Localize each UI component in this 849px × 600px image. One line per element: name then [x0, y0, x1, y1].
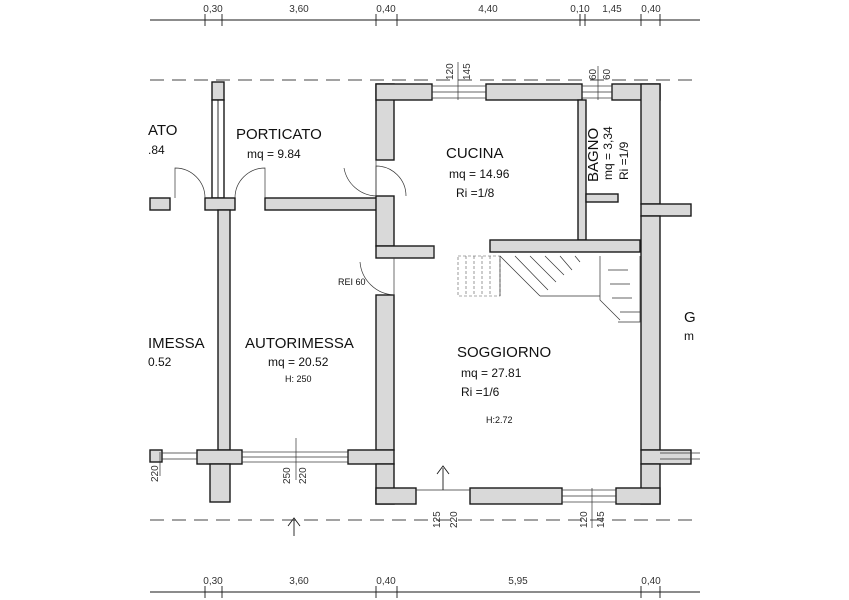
opening-bagno-b-group: 60 — [602, 68, 613, 80]
opening-ticks — [159, 62, 599, 528]
opening-soggiorno-a-group: 120 — [579, 511, 590, 528]
opening-entry-b: 220 — [449, 511, 460, 528]
room-soggiorno-area: mq = 27.81 — [461, 366, 522, 380]
top-dimension-line — [150, 14, 700, 26]
opening-garage-door-a: 250 — [282, 467, 293, 484]
opening-entry-a-group: 125 — [432, 511, 443, 528]
room-soggiorno-ri: Ri =1/6 — [461, 385, 500, 399]
opening-soggiorno-window-b: 145 — [596, 511, 607, 528]
opening-bagno-a-group: 60 — [588, 68, 599, 80]
opening-garage-door-b: 220 — [298, 467, 309, 484]
dim-bottom-1: 3,60 — [289, 576, 309, 587]
opening-bagno-window-a: 60 — [588, 68, 599, 80]
dim-bottom-0: 0,30 — [203, 576, 223, 587]
opening-cucina-a-group: 120 — [445, 63, 456, 80]
opening-entry-b-group: 220 — [449, 511, 460, 528]
room-autorimessa-area: mq = 20.52 — [268, 355, 329, 369]
dim-top-1: 3,60 — [289, 4, 309, 15]
opening-soggiorno-window-a: 120 — [579, 511, 590, 528]
dim-top-5: 1,45 — [602, 4, 622, 15]
dim-bottom-3: 5,95 — [508, 576, 528, 587]
opening-left-door: 220 — [150, 465, 161, 482]
dim-bottom-4: 0,40 — [641, 576, 661, 587]
dim-top-6: 0,40 — [641, 4, 661, 15]
dim-top-2: 0,40 — [376, 4, 396, 15]
opening-garage-b-group: 220 — [298, 467, 309, 484]
room-right-edge-area: m — [684, 329, 694, 343]
opening-cucina-b-group: 145 — [462, 63, 473, 80]
room-cucina-ri: Ri =1/8 — [456, 186, 495, 200]
room-bagno-group: BAGNO mq = 3,34 Ri =1/9 — [585, 126, 631, 182]
room-right-edge-name: G — [684, 309, 696, 326]
opening-cucina-window-a: 120 — [445, 63, 456, 80]
door-swings — [174, 160, 435, 296]
room-bagno-ri: Ri =1/9 — [617, 141, 631, 180]
room-autorimessa-left-name: IMESSA — [148, 335, 205, 352]
room-autorimessa-name: AUTORIMESSA — [245, 335, 354, 352]
room-porticato-name: PORTICATO — [236, 126, 322, 143]
dim-top-3: 4,40 — [478, 4, 498, 15]
entry-arrows — [287, 465, 450, 536]
room-bagno-area: mq = 3,34 — [601, 126, 615, 180]
opening-cucina-window-b: 145 — [462, 63, 473, 80]
room-soggiorno-name: SOGGIORNO — [457, 344, 551, 361]
opening-garage-a-group: 250 — [282, 467, 293, 484]
room-autorimessa-left-area: 0.52 — [148, 355, 172, 369]
opening-entry-a: 125 — [432, 511, 443, 528]
room-bagno-name: BAGNO — [585, 128, 602, 182]
dim-top-4: 0,10 — [570, 4, 590, 15]
room-autorimessa-height: H: 250 — [285, 374, 312, 384]
stairs — [457, 255, 641, 323]
room-soggiorno-height: H:2.72 — [486, 415, 513, 425]
room-porticato-area: mq = 9.84 — [247, 147, 301, 161]
windows — [162, 85, 700, 503]
room-cucina-area: mq = 14.96 — [449, 167, 510, 181]
opening-left-door-group: 220 — [150, 465, 161, 482]
room-porticato-left-area: .84 — [148, 143, 165, 157]
room-porticato-left-name: ATO — [148, 122, 177, 139]
bottom-dimension-line — [150, 586, 700, 598]
door-rei-label: REI 60 — [338, 277, 366, 287]
opening-bagno-window-b: 60 — [602, 68, 613, 80]
room-cucina-name: CUCINA — [446, 145, 504, 162]
roof-outline — [150, 79, 700, 521]
walls — [149, 81, 692, 505]
dim-top-0: 0,30 — [203, 4, 223, 15]
opening-soggiorno-b-group: 145 — [596, 511, 607, 528]
dim-bottom-2: 0,40 — [376, 576, 396, 587]
